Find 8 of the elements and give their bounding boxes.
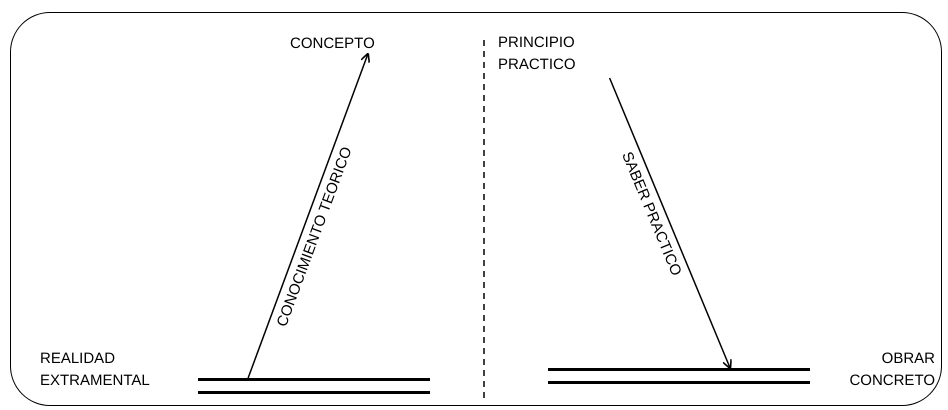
node-label: REALIDAD EXTRAMENTAL [40, 349, 151, 391]
node-label: CONCEPTO [290, 34, 375, 54]
node-label: PRINCIPIO PRACTICO [498, 33, 577, 75]
arrow [608, 78, 732, 370]
double-line [548, 368, 810, 384]
arrow [247, 52, 370, 378]
double-line [198, 378, 430, 394]
node-label: OBRAR CONCRETO [848, 349, 935, 391]
